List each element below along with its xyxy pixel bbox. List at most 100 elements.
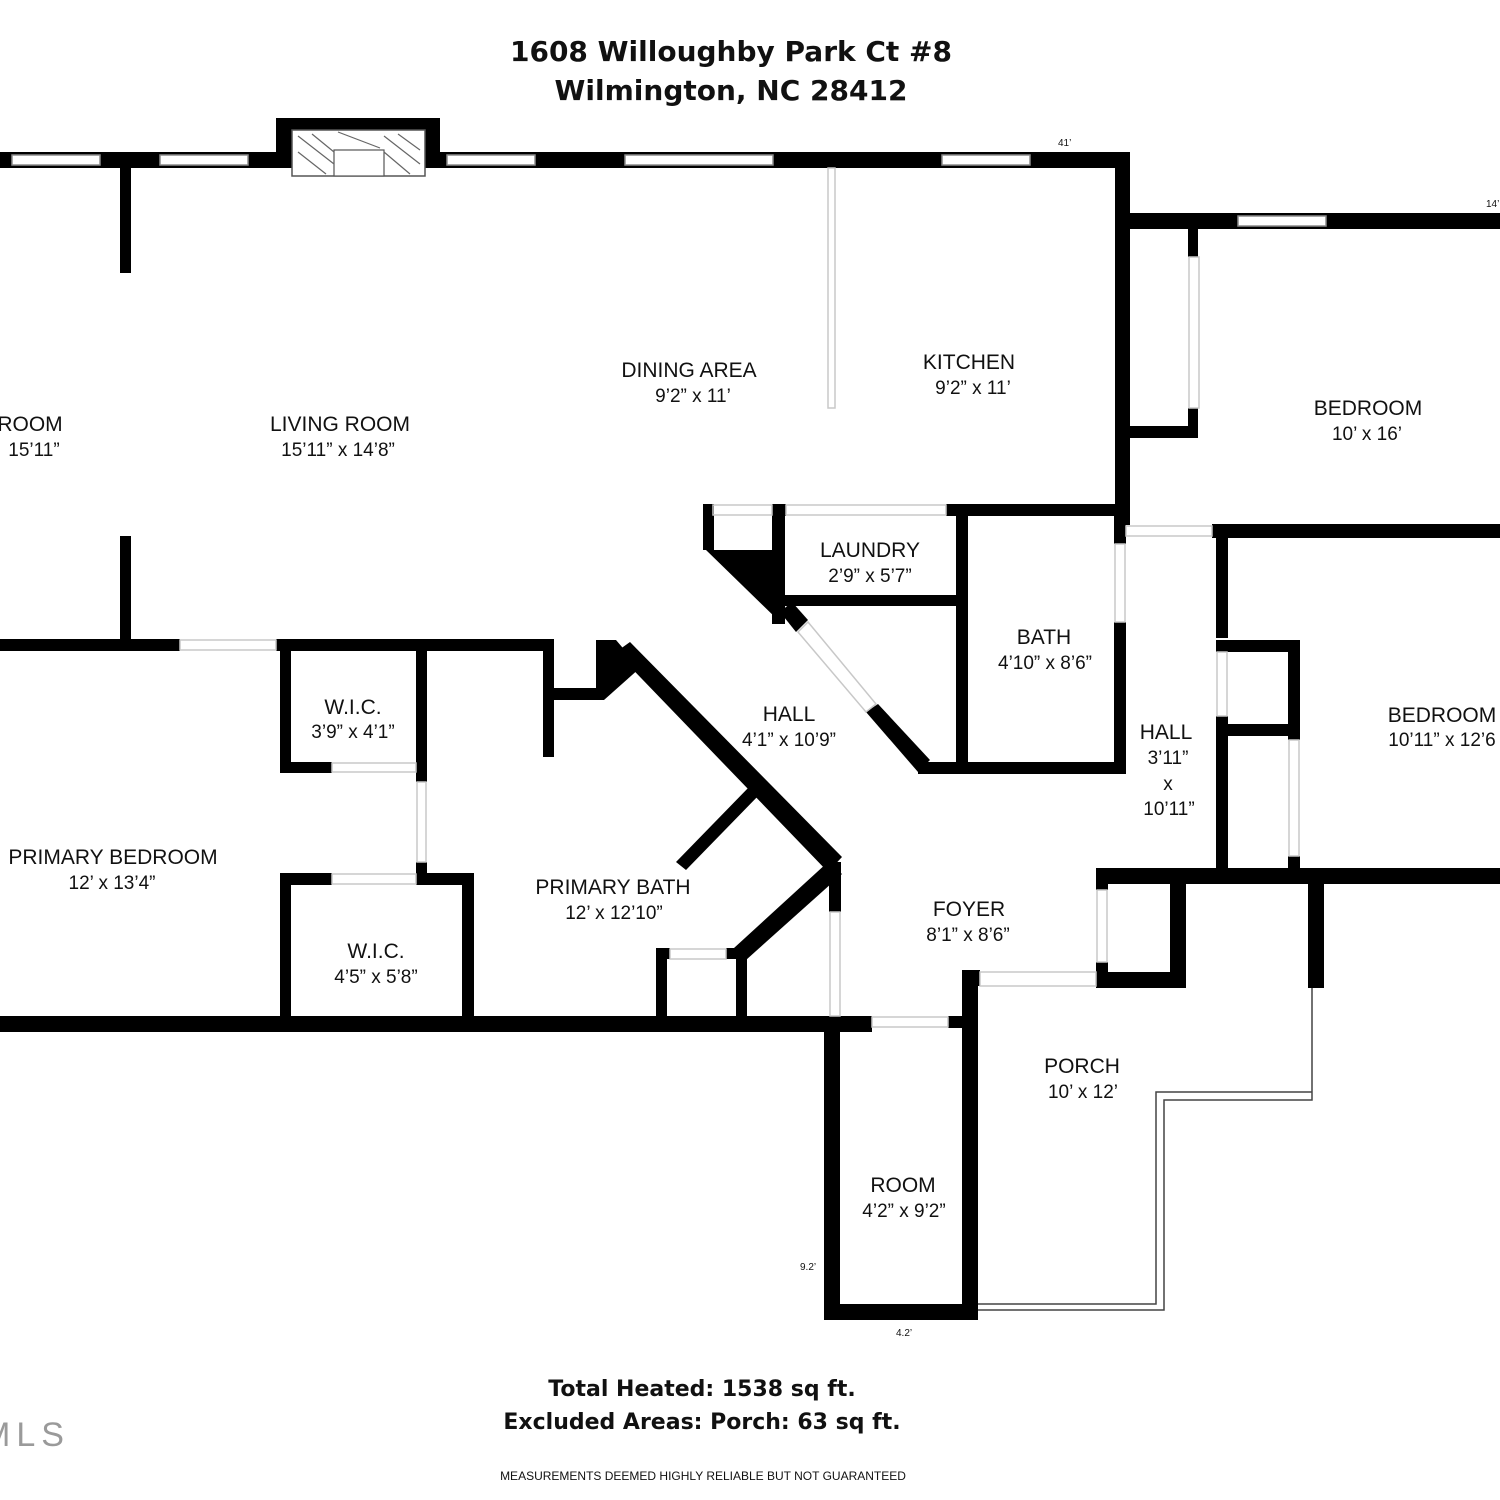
room-label-dining-area: DINING AREA <box>621 359 756 382</box>
window-2 <box>159 154 249 166</box>
laundry-left-wall <box>703 504 714 550</box>
bedroom2-top-wall <box>1212 524 1500 538</box>
room-left-wall <box>824 1016 840 1320</box>
foyer-porch-door <box>979 971 1097 987</box>
total-heated-area: Total Heated: 1538 sq ft. <box>548 1377 855 1402</box>
room-dims-bath: 4’10” x 8’6” <box>998 653 1092 674</box>
closet2-right <box>1288 640 1300 740</box>
bath-door <box>1114 543 1126 623</box>
measurement-room-width: 4.2’ <box>896 1328 912 1339</box>
laundry-door-2 <box>785 504 947 516</box>
bath-closet-left <box>656 948 667 1018</box>
bedroom2-bottom-wall <box>1096 868 1500 884</box>
bath-left-wall <box>956 504 968 774</box>
room-label-dining-room: ROOM <box>0 413 63 436</box>
hall2-right-wall-top <box>1216 530 1228 638</box>
foyer-closet-left <box>1096 962 1108 988</box>
wic-divider-door <box>416 781 427 863</box>
bath-closet-top-left <box>656 948 670 959</box>
fireplace-firebox <box>333 149 385 177</box>
room-right-wall <box>962 970 978 1320</box>
room-dims-dining-room: 15’11” <box>8 440 59 461</box>
room-dims-laundry: 2’9” x 5’7” <box>828 566 911 587</box>
room-label-living-room: LIVING ROOM <box>270 413 410 436</box>
room-right-wall-cap <box>962 970 980 986</box>
foyer-left-wall <box>829 862 841 912</box>
living-bedroom-wall-right <box>276 639 554 651</box>
living-divider-top <box>120 165 131 273</box>
room-dims-wic-1: 3’9” x 4’1” <box>311 722 394 743</box>
room-dims-living-room: 15’11” x 14’8” <box>281 440 395 461</box>
living-bedroom-wall-left <box>0 639 180 651</box>
wic2-top-wall-left <box>280 873 332 885</box>
bath-diagonal-wall <box>616 642 842 872</box>
room-dims-dining-area: 9’2” x 11’ <box>655 386 731 407</box>
fireplace <box>291 129 426 177</box>
room-bottom-wall <box>824 1304 978 1320</box>
measurement-room-height: 9.2’ <box>800 1262 816 1273</box>
bottom-exterior-wall <box>0 1016 872 1032</box>
room-label-hall-2: HALL <box>1140 721 1193 744</box>
room-label-wic-1: W.I.C. <box>324 696 381 719</box>
room-label-wic-2: W.I.C. <box>347 940 404 963</box>
bath-right-wall-lower <box>1114 622 1126 774</box>
room-dims-primary-bath: 12’ x 12’10” <box>565 903 663 924</box>
laundry-top-wall-left <box>703 504 713 514</box>
room-dims-hall-2-line2: x <box>1163 774 1173 795</box>
porch-post-mid <box>1170 868 1186 988</box>
wic2-door <box>331 873 417 885</box>
foyer-closet-door <box>1096 889 1108 963</box>
room-dims-kitchen: 9’2” x 11’ <box>935 378 1011 399</box>
foyer-closet-bottom <box>1096 972 1184 988</box>
mls-watermark-logo: MLS <box>0 1416 70 1454</box>
closet2-bottom <box>1216 724 1300 736</box>
laundry-door-1 <box>712 504 773 516</box>
wic1-bottom-wall-left <box>280 762 332 773</box>
foyer-room-door <box>871 1016 949 1028</box>
bath-partition-ledge <box>554 688 604 700</box>
room-label-bath: BATH <box>1017 626 1071 649</box>
bath-partition <box>543 639 554 757</box>
bath-lower-diagonal <box>734 862 842 960</box>
bath-closet-top-right <box>726 948 746 959</box>
top-exterior-wall <box>0 152 1130 168</box>
room-dims-room: 4’2” x 9’2” <box>862 1201 945 1222</box>
living-bedroom-opening <box>179 639 277 651</box>
room-label-bedroom-1: BEDROOM <box>1314 397 1423 420</box>
bath-right-wall <box>1114 504 1126 544</box>
fireplace-bump-top <box>276 118 440 130</box>
wic1-left-wall <box>280 648 291 772</box>
excluded-areas: Excluded Areas: Porch: 63 sq ft. <box>503 1410 900 1435</box>
room-label-foyer: FOYER <box>933 898 1005 921</box>
wic2-top-wall-right <box>416 873 474 885</box>
room-dims-foyer: 8’1” x 8’6” <box>926 925 1009 946</box>
closet-bottom-wall <box>1120 426 1198 438</box>
disclaimer: MEASUREMENTS DEEMED HIGHLY RELIABLE BUT … <box>500 1469 906 1483</box>
room-label-porch: PORCH <box>1044 1055 1120 1078</box>
measurement-right-width: 14’ <box>1486 199 1499 210</box>
bath-corner-block <box>596 640 640 700</box>
closet-stub-top <box>1188 229 1198 257</box>
foyer-right-post <box>1096 868 1108 890</box>
hall2-right-wall-bottom <box>1216 716 1228 880</box>
room-dims-wic-2: 4’5” x 5’8” <box>334 967 417 988</box>
bedroom2-door <box>1288 739 1300 857</box>
wic1-door <box>331 762 417 773</box>
laundry-bottom-wall <box>772 595 962 606</box>
window-3 <box>446 154 536 166</box>
porch-outline-inner <box>978 1091 1312 1305</box>
closet2-door <box>1216 651 1228 717</box>
fireplace-bump-right <box>425 118 440 154</box>
window-6 <box>1237 215 1327 227</box>
closet2-top <box>1216 640 1300 652</box>
measurement-top-width: 41’ <box>1058 138 1071 149</box>
porch-post-right <box>1308 868 1324 988</box>
window-4 <box>624 154 774 166</box>
bath-closet-door <box>669 948 727 960</box>
porch-outline-outer <box>978 988 1313 1311</box>
room-dims-hall-1: 4’1” x 10’9” <box>742 730 836 751</box>
bath-stub-diagonal <box>676 786 760 870</box>
window-1 <box>11 154 101 166</box>
room-dims-hall-2-line3: 10’11” <box>1143 799 1194 820</box>
foyer-left-door <box>829 911 841 1017</box>
